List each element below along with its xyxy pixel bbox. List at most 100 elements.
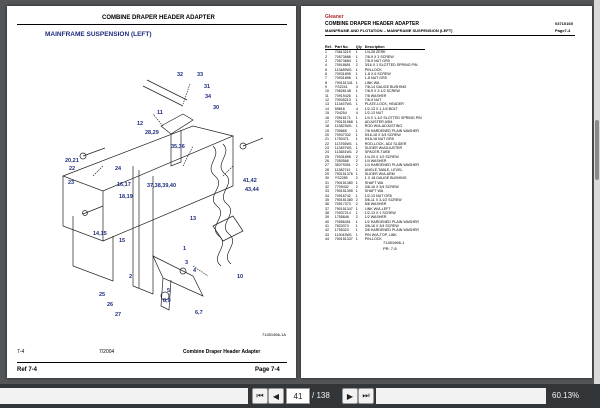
cell-part-no: 70813219 <box>334 50 351 55</box>
cell-ref: 13 <box>325 102 329 107</box>
cell-ref: 44 <box>325 237 329 242</box>
cell-description: 1/4-28 ZERK <box>364 50 386 55</box>
cell-ref: 33 <box>325 189 329 194</box>
footer-page: 7-4 <box>17 349 25 355</box>
cell-description: 7/8-9 NUT GR5 <box>364 59 390 64</box>
cell-description: 5/8-11 X 3-1/2 SCREW <box>364 198 402 203</box>
cell-qty: 1 <box>355 193 358 198</box>
prev-page-button[interactable]: ◀ <box>268 388 284 404</box>
callout-23: 23 <box>68 180 75 186</box>
cell-description: 1-8 NUT GR5 <box>364 76 387 81</box>
callout-28-29: 28,29 <box>145 130 159 136</box>
cell-ref: 11 <box>325 93 329 98</box>
footer-date: 7/2004 <box>99 349 115 355</box>
cell-description: 1/2 WASHER <box>364 215 387 220</box>
cell-description: 1 X 18 GAUGE BUSHING <box>364 176 407 181</box>
cell-qty: 1 <box>355 219 358 224</box>
cell-qty: 4 <box>355 106 358 111</box>
callout-35-36: 35,36 <box>171 144 185 150</box>
scrollbar-thumb[interactable] <box>595 120 599 180</box>
cell-qty: 1 <box>355 54 358 59</box>
cell-part-no: 70931896 <box>334 76 351 81</box>
cell-part-no: 790151395 <box>334 189 353 194</box>
figure-ref: 71451966-1 <box>383 240 405 245</box>
callout-10: 10 <box>237 274 244 280</box>
last-page-button[interactable]: ⏭ <box>358 388 374 404</box>
next-page-button[interactable]: ▶ <box>342 388 358 404</box>
cell-description: LINK W/A-LEFT <box>364 206 391 211</box>
cell-ref: 23 <box>325 145 329 150</box>
page-number-input[interactable]: 41 <box>286 388 310 404</box>
cell-description: 7/8-9 NUT <box>364 98 382 103</box>
cell-description: 1/2-13 X 1-1/4 BOLT <box>364 106 398 111</box>
right-header-rule <box>325 35 575 36</box>
status-bar-left <box>0 388 248 404</box>
cell-part-no: YS2285 <box>334 176 348 181</box>
vertical-scrollbar[interactable] <box>594 0 600 384</box>
col-qty: Qty <box>355 45 365 51</box>
cell-qty: 2 <box>355 154 358 159</box>
cell-description: 7/8-9 X 3 SCREW <box>364 54 394 59</box>
cell-qty: 1 <box>355 50 358 55</box>
callout-6-7: 6,7 <box>195 310 203 316</box>
cell-description: SHAFT WA <box>364 189 384 194</box>
zoom-level[interactable]: 60.13% <box>552 391 580 400</box>
cell-ref: 2 <box>325 54 327 59</box>
callout-26: 26 <box>107 302 114 308</box>
callout-27: 27 <box>115 312 122 318</box>
callout-15: 15 <box>119 238 126 244</box>
cell-qty: 1 <box>355 128 358 133</box>
first-page-button[interactable]: ⏮ <box>252 388 268 404</box>
callout-18-19: 18,19 <box>119 194 133 200</box>
last-page-icon: ⏭ <box>362 391 370 400</box>
cell-qty: 2 <box>355 158 358 163</box>
col-description: Description <box>364 45 425 51</box>
cell-part-no: 70916742 <box>334 193 351 198</box>
callout-24: 24 <box>115 166 122 172</box>
cell-qty: 2 <box>355 163 358 168</box>
cell-description: 1/2-13 NUT <box>364 111 384 116</box>
cell-qty: 2 <box>355 202 358 207</box>
cell-qty: 1 <box>355 89 358 94</box>
cell-description: PIN-LOCK <box>364 237 382 242</box>
cell-qty: 4 <box>355 111 358 116</box>
cell-part-no: 70916171 <box>334 115 351 120</box>
cell-part-no: 70931896 <box>334 154 351 159</box>
exploded-parts-diagram <box>62 79 264 311</box>
cell-ref: 3 <box>325 59 327 64</box>
cell-part-no: 1750471 <box>334 137 349 142</box>
cell-description: ANGLE-TABLE, LEVEL <box>364 167 403 172</box>
callout-32: 32 <box>177 72 184 78</box>
cell-description: 1/2 HARDENED PLAIN WASHER <box>364 219 419 224</box>
cell-part-no: 790151968 <box>334 119 353 124</box>
cell-description: SHAFT WA <box>364 180 384 185</box>
footer-title: Combine Draper Header Adapter <box>183 349 261 355</box>
cell-qty: 2 <box>355 63 358 68</box>
cell-description: 7/8 HARDENED PLAIN WASHER <box>364 128 419 133</box>
cell-ref: 5 <box>325 67 327 72</box>
cell-qty: 1 <box>355 180 358 185</box>
cell-qty: 1 <box>355 206 358 211</box>
cell-qty: 1 <box>355 211 358 216</box>
cell-description: 1/4-20 X 1/2 SCREW <box>364 154 399 159</box>
cell-ref: 42 <box>325 228 329 233</box>
cell-description: PIN W/A-TOP, LINK <box>364 232 397 237</box>
cell-description: 7/8-14 GAUGE BUSHING <box>364 85 407 90</box>
cell-qty: 2 <box>355 198 358 203</box>
cell-qty: 1 <box>355 145 358 150</box>
cell-part-no: 7833374 <box>334 224 349 229</box>
